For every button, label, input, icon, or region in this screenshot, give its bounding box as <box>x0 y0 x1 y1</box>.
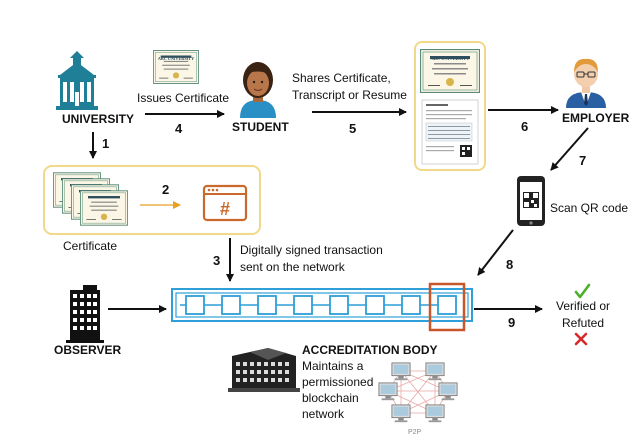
block <box>365 295 385 315</box>
step-number-3: 3 <box>213 253 221 268</box>
step-number-6: 6 <box>521 119 529 134</box>
step-number-9: 9 <box>508 315 516 330</box>
accreditation-building-icon <box>228 348 300 392</box>
cert-header-shared: ABC UNIVERSITY <box>431 56 471 61</box>
cross-icon <box>574 332 588 346</box>
issues-certificate-label: Issues Certificate <box>137 91 230 105</box>
university-label: UNIVERSITY <box>62 112 135 126</box>
signed-transaction-line2: sent on the network <box>240 260 345 274</box>
verified-label-line2: Refuted <box>562 316 605 330</box>
shares-label-line2: Transcript or Resume <box>292 88 407 102</box>
arrow-phone-to-blockchain <box>477 229 514 276</box>
block <box>401 295 421 315</box>
student-avatar-icon <box>240 62 276 118</box>
shares-label-line1: Shares Certificate, <box>292 71 391 85</box>
step-number-1: 1 <box>102 136 110 151</box>
p2p-label: P2P <box>408 429 422 436</box>
block <box>221 295 241 315</box>
block <box>185 295 205 315</box>
signed-transaction-line1: Digitally signed transaction <box>240 243 383 257</box>
hash-window-icon: # <box>202 184 248 222</box>
block <box>257 295 277 315</box>
step-number-8: 8 <box>506 257 514 272</box>
accreditation-line1: Maintains a <box>302 359 364 373</box>
step-number-5: 5 <box>349 121 357 136</box>
certificate-label: Certificate <box>63 239 118 253</box>
accreditation-line4: network <box>302 407 345 421</box>
certificate-icon: ABC UNIVERSITY <box>153 50 199 84</box>
accreditation-title: ACCREDITATION BODY <box>302 343 438 357</box>
smartphone-qr-icon <box>517 176 545 226</box>
highlighted-block-frame <box>428 282 466 332</box>
employer-label: EMPLOYER <box>562 111 630 125</box>
accreditation-line3: blockchain <box>302 391 359 405</box>
p2p-network-icon <box>378 362 458 423</box>
block <box>437 295 457 315</box>
block <box>329 295 349 315</box>
step-number-2: 2 <box>162 182 170 197</box>
check-icon <box>574 283 591 299</box>
scan-qr-label: Scan QR code <box>550 201 629 215</box>
student-label: STUDENT <box>232 120 289 134</box>
accreditation-line2: permissioned <box>302 375 374 389</box>
observer-label: OBSERVER <box>54 343 122 357</box>
cert-header: ABC UNIVERSITY <box>158 56 194 61</box>
shared-documents-panel: ABC UNIVERSITY <box>414 41 486 171</box>
university-building-icon <box>56 51 98 110</box>
arrow-employer-to-phone <box>550 127 589 171</box>
block <box>293 295 313 315</box>
step-number-4: 4 <box>175 121 183 136</box>
blockchain <box>171 282 473 332</box>
svg-text:#: # <box>220 199 230 219</box>
step-number-7: 7 <box>579 153 587 168</box>
verified-label-line1: Verified or <box>556 299 611 313</box>
employer-avatar-icon <box>566 58 606 108</box>
observer-building-icon <box>66 285 104 343</box>
